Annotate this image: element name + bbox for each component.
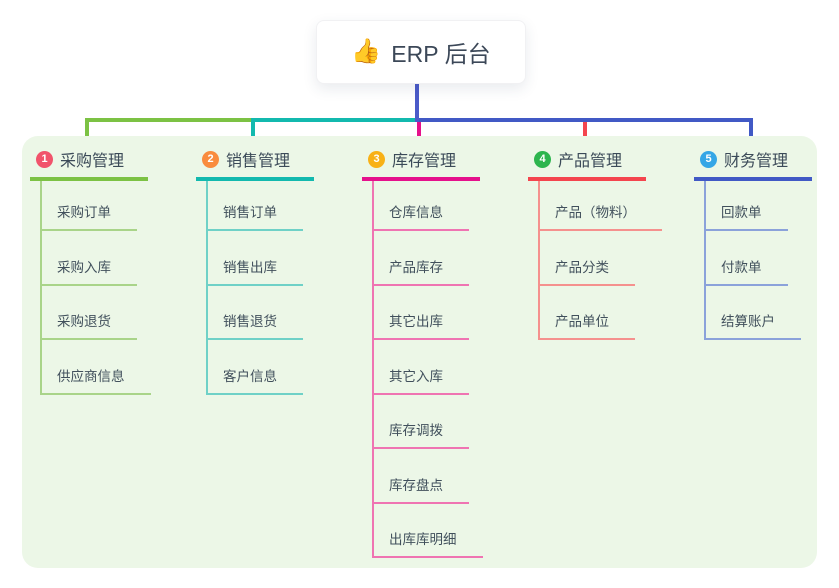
branch-spine-2 bbox=[206, 181, 208, 395]
branch-title-label: 销售管理 bbox=[226, 153, 291, 170]
branch-title-3[interactable]: 3 库存管理 bbox=[362, 147, 480, 181]
branch-spine-4 bbox=[538, 181, 540, 340]
leaf-node[interactable]: 付款单 bbox=[704, 258, 788, 286]
leaf-node[interactable]: 产品分类 bbox=[538, 258, 635, 286]
leaf-node[interactable]: 其它入库 bbox=[372, 367, 469, 395]
branch-badge-1: 1 bbox=[36, 150, 53, 168]
branch-badge-2: 2 bbox=[202, 150, 219, 168]
leaf-node[interactable]: 仓库信息 bbox=[372, 203, 469, 231]
root-node[interactable]: 👍 ERP 后台 bbox=[316, 20, 526, 84]
branch-title-label: 库存管理 bbox=[392, 153, 457, 170]
branch-title-label: 产品管理 bbox=[558, 153, 623, 170]
leaf-node[interactable]: 产品（物料） bbox=[538, 203, 662, 231]
leaf-node[interactable]: 产品库存 bbox=[372, 258, 469, 286]
thumbs-up-icon: 👍 bbox=[351, 38, 382, 65]
leaf-node[interactable]: 销售退货 bbox=[206, 312, 303, 340]
branch-spine-1 bbox=[40, 181, 42, 395]
branch-title-2[interactable]: 2 销售管理 bbox=[196, 147, 314, 181]
leaf-node[interactable]: 其它出库 bbox=[372, 312, 469, 340]
leaf-node[interactable]: 销售订单 bbox=[206, 203, 303, 231]
connector-root-stem bbox=[415, 82, 419, 122]
connector-branch-2 bbox=[251, 118, 419, 122]
leaf-node[interactable]: 回款单 bbox=[704, 203, 788, 231]
branch-badge-3: 3 bbox=[368, 150, 385, 168]
leaf-node[interactable]: 采购退货 bbox=[40, 312, 137, 340]
branch-badge-5: 5 bbox=[700, 150, 717, 168]
leaf-node[interactable]: 采购订单 bbox=[40, 203, 137, 231]
branch-title-5[interactable]: 5 财务管理 bbox=[694, 147, 812, 181]
branch-title-4[interactable]: 4 产品管理 bbox=[528, 147, 646, 181]
leaf-node[interactable]: 销售出库 bbox=[206, 258, 303, 286]
connector-branch-5 bbox=[415, 118, 753, 122]
branch-spine-5 bbox=[704, 181, 706, 340]
leaf-node[interactable]: 库存调拨 bbox=[372, 421, 469, 449]
branches-panel bbox=[22, 136, 817, 568]
leaf-node[interactable]: 结算账户 bbox=[704, 312, 801, 340]
leaf-node[interactable]: 出库库明细 bbox=[372, 530, 483, 558]
branch-title-1[interactable]: 1 采购管理 bbox=[30, 147, 148, 181]
leaf-node[interactable]: 采购入库 bbox=[40, 258, 137, 286]
leaf-node[interactable]: 库存盘点 bbox=[372, 476, 469, 504]
leaf-node[interactable]: 产品单位 bbox=[538, 312, 635, 340]
branch-title-label: 采购管理 bbox=[60, 153, 125, 170]
leaf-node[interactable]: 客户信息 bbox=[206, 367, 303, 395]
leaf-node[interactable]: 供应商信息 bbox=[40, 367, 151, 395]
branch-spine-3 bbox=[372, 181, 374, 558]
branch-title-label: 财务管理 bbox=[724, 153, 789, 170]
branch-badge-4: 4 bbox=[534, 150, 551, 168]
root-node-label: ERP 后台 bbox=[391, 41, 491, 67]
